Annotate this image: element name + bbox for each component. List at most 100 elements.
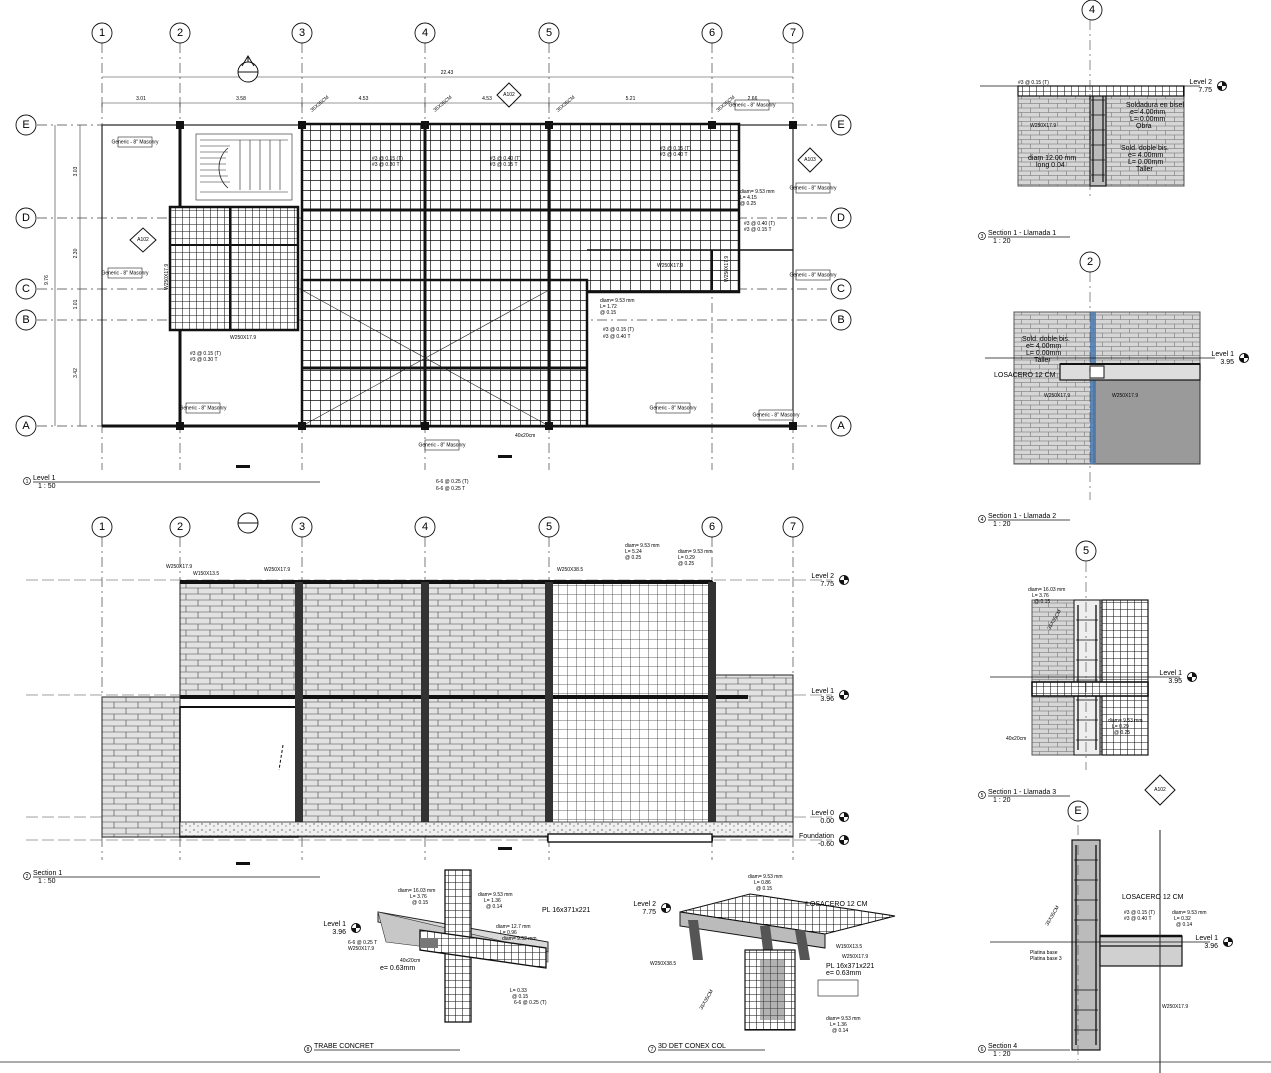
grid-bubble-A-right[interactable]: A — [830, 415, 852, 437]
grid-bubble-A[interactable]: A — [15, 415, 37, 437]
detail-note: L= 0.96 — [500, 930, 517, 936]
beam-label: W250X17.9 — [264, 567, 290, 573]
grid-bubble-D[interactable]: D — [15, 207, 37, 229]
view-name: TRABE CONCRET — [314, 1043, 375, 1050]
grid-bubble-E[interactable]: E — [15, 114, 37, 136]
view-name: Section 1 - Llamada 2 — [988, 513, 1056, 520]
grid-bubble-2[interactable]: 2 — [169, 22, 191, 44]
grid-bubble-5[interactable]: 5 — [538, 22, 560, 44]
detail-note: e= 0.63mm — [826, 970, 861, 977]
grid-bubble-6-label: 6 — [709, 27, 715, 39]
svg-text:A102: A102 — [1154, 787, 1166, 793]
level-name: Level 1 — [1211, 351, 1234, 358]
grid-bubble-C[interactable]: C — [15, 278, 37, 300]
detail-note: diam= 9.52 mm — [502, 936, 537, 942]
rebar-note: 40x20cm — [515, 433, 535, 439]
detail-note: diam= 9.53 mm — [748, 874, 783, 880]
grid-bubble-D-right-label: D — [837, 212, 845, 224]
diam-note: L= 3.76 — [1032, 593, 1049, 599]
callout3-grid-bubble[interactable]: 5 — [1075, 540, 1097, 562]
section4-grid-bubble[interactable]: E — [1067, 800, 1089, 822]
beam-label: W250X17.9 — [164, 264, 170, 290]
section-grid-bubble-6[interactable]: 6 — [701, 516, 723, 538]
grid-bubble-1[interactable]: 1 — [91, 22, 113, 44]
diam-note: L= 0.29 — [678, 555, 695, 561]
grid-bubble-2-label: 2 — [177, 27, 183, 39]
grid-bubble-B-right[interactable]: B — [830, 309, 852, 331]
section-grid-bubble-4[interactable]: 4 — [414, 516, 436, 538]
level-elevation: 3.96 — [332, 929, 346, 936]
callout2-grid-bubble-label: 2 — [1087, 256, 1093, 268]
svg-text:A102: A102 — [503, 92, 515, 98]
dimension-text: 3.01 — [136, 96, 146, 102]
grid-bubble-4[interactable]: 4 — [414, 22, 436, 44]
grid-bubble-D-right[interactable]: D — [830, 207, 852, 229]
section-mark[interactable]: A102 — [1144, 774, 1176, 806]
reinforcement-mesh-panel — [546, 580, 714, 842]
detail-note: Sold. doble bis. — [1121, 145, 1169, 152]
dimension-text: 3.03 — [73, 166, 79, 176]
grid-bubble-3[interactable]: 3 — [291, 22, 313, 44]
view-name: Section 1 - Llamada 3 — [988, 789, 1056, 796]
section-mark[interactable]: A103 — [797, 147, 823, 173]
view-number: 8 — [307, 1047, 310, 1053]
section-grid-bubble-5[interactable]: 5 — [538, 516, 560, 538]
masonry-tag: Generic - 8" Masonry — [649, 406, 697, 412]
detail-note: 6-6 @ 0.25 (T) — [514, 1000, 547, 1006]
section-grid-bubble-7[interactable]: 7 — [782, 516, 804, 538]
section-mark[interactable]: A102 — [496, 82, 522, 108]
level-name: Foundation — [799, 833, 834, 840]
slab-reinforcement-west — [168, 205, 300, 332]
masonry-tag: Generic - 8" Masonry — [111, 140, 159, 146]
view-number: 2 — [26, 874, 29, 880]
level-marker-0: Level 27.75 — [811, 573, 849, 588]
detail-note: e= 4.00mm — [1026, 343, 1061, 350]
diam-note: L= 0.29 — [1112, 724, 1129, 730]
view-name: Section 1 — [33, 870, 62, 877]
callout2-level: Level 13.95 — [1211, 351, 1249, 366]
callout2-grid-bubble[interactable]: 2 — [1079, 251, 1101, 273]
diam-note: diam= 9.53 mm — [600, 298, 635, 304]
detail-note: W250X17.9 — [842, 954, 868, 960]
grid-bubble-6[interactable]: 6 — [701, 22, 723, 44]
rebar-note: #3 @ 0.40 T — [660, 152, 688, 158]
section-grid-bubble-3-label: 3 — [299, 521, 305, 533]
column-label: 35X35CM — [555, 95, 576, 114]
grid-bubble-B[interactable]: B — [15, 309, 37, 331]
beam-label: W250X17.9 — [657, 263, 683, 269]
diam-note: @ 0.25 — [678, 561, 694, 567]
view-number: 1 — [26, 479, 29, 485]
masonry-wall-upper — [179, 581, 549, 698]
grid-bubble-E-right[interactable]: E — [830, 114, 852, 136]
detail-note: diam= 9.53 mm — [826, 1016, 861, 1022]
slab-label: LOSACERO 12 CM — [1122, 894, 1184, 901]
detail-note: L= 0.86 — [754, 880, 771, 886]
view-number: 7 — [651, 1047, 654, 1053]
view-number: 4 — [981, 517, 984, 523]
section-mark[interactable]: A102 — [129, 227, 157, 253]
section-grid-bubble-3[interactable]: 3 — [291, 516, 313, 538]
grid-bubble-7[interactable]: 7 — [782, 22, 804, 44]
section-grid-bubble-2[interactable]: 2 — [169, 516, 191, 538]
detail-note: e= 4.00mm — [1128, 152, 1163, 159]
callout1-grid-bubble-label: 4 — [1089, 4, 1095, 16]
detail-note: PL 16x371x221 — [826, 963, 874, 970]
rebar-note: #3 @ 0.15 (T) — [372, 156, 403, 162]
detail-note: Taller — [1034, 357, 1051, 364]
view-title-8: 8 TRABE CONCRET — [304, 1043, 460, 1053]
section-mark[interactable] — [236, 55, 259, 468]
callout1-level: Level 27.75 — [1189, 79, 1227, 94]
grid-bubble-C-right[interactable]: C — [830, 278, 852, 300]
detail-note: PL 16x371x221 — [542, 907, 590, 914]
section-grid-bubble-1[interactable]: 1 — [91, 516, 113, 538]
section-mark[interactable] — [237, 512, 259, 534]
grid-bubble-E-right-label: E — [837, 119, 844, 131]
dimension-text: 1.01 — [73, 299, 79, 309]
callout1-grid-bubble[interactable]: 4 — [1081, 0, 1103, 21]
detail-note: diam= 9.53 mm — [478, 892, 513, 898]
beam-label: W250X17.9 — [1112, 393, 1138, 399]
